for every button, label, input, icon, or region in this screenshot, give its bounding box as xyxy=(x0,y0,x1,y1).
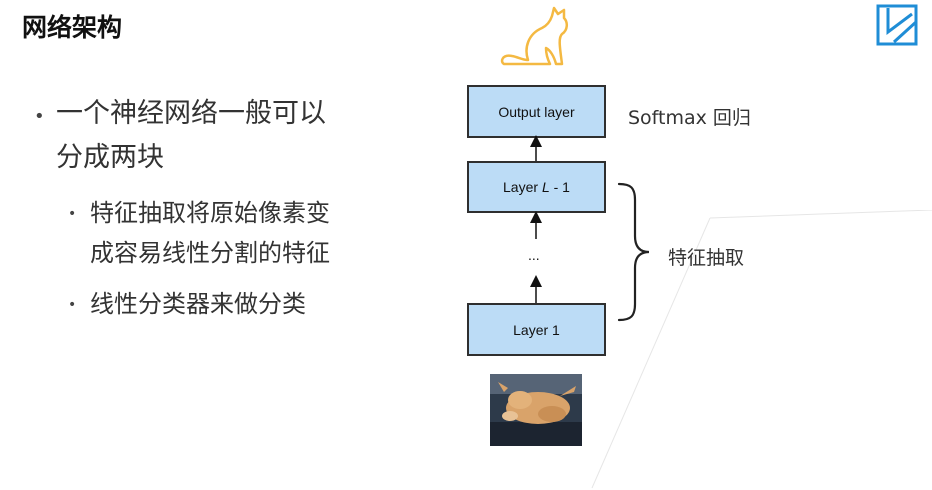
layer-1-label: Layer 1 xyxy=(513,321,560,338)
arrows xyxy=(530,135,542,303)
cat-photo xyxy=(490,374,582,446)
layer-l-minus-1-label: Layer L - 1 xyxy=(503,179,570,195)
hidden-layers-ellipsis: ... xyxy=(528,247,540,263)
layer-1-box: Layer 1 xyxy=(467,303,606,356)
bullet-dot-icon: • xyxy=(68,297,77,313)
curly-brace-icon xyxy=(617,182,650,322)
output-layer-box: Output layer xyxy=(467,85,606,138)
bullet-dot-icon: • xyxy=(34,106,45,127)
bullet-1: 一个神经网络一般可以 分成两块 xyxy=(56,92,326,180)
slide-title: 网络架构 xyxy=(22,13,123,42)
logo-icon xyxy=(876,4,918,46)
output-layer-label: Output layer xyxy=(498,103,575,120)
bullet-dot-icon: • xyxy=(68,206,77,222)
cat-outline-icon xyxy=(500,6,568,66)
bullet-2-line-2: 成容易线性分割的特征 xyxy=(90,239,330,267)
feature-extraction-label: 特征抽取 xyxy=(668,247,745,269)
bullet-2-line-1: 特征抽取将原始像素变 xyxy=(90,199,330,227)
bullet-2: 特征抽取将原始像素变 成容易线性分割的特征 xyxy=(90,193,330,273)
bullet-3: 线性分类器来做分类 xyxy=(90,290,306,318)
background-decoration xyxy=(591,210,932,489)
bullet-1-line-1: 一个神经网络一般可以 xyxy=(56,98,326,129)
softmax-label: Softmax 回归 xyxy=(628,107,751,129)
bullet-1-line-2: 分成两块 xyxy=(56,142,164,173)
